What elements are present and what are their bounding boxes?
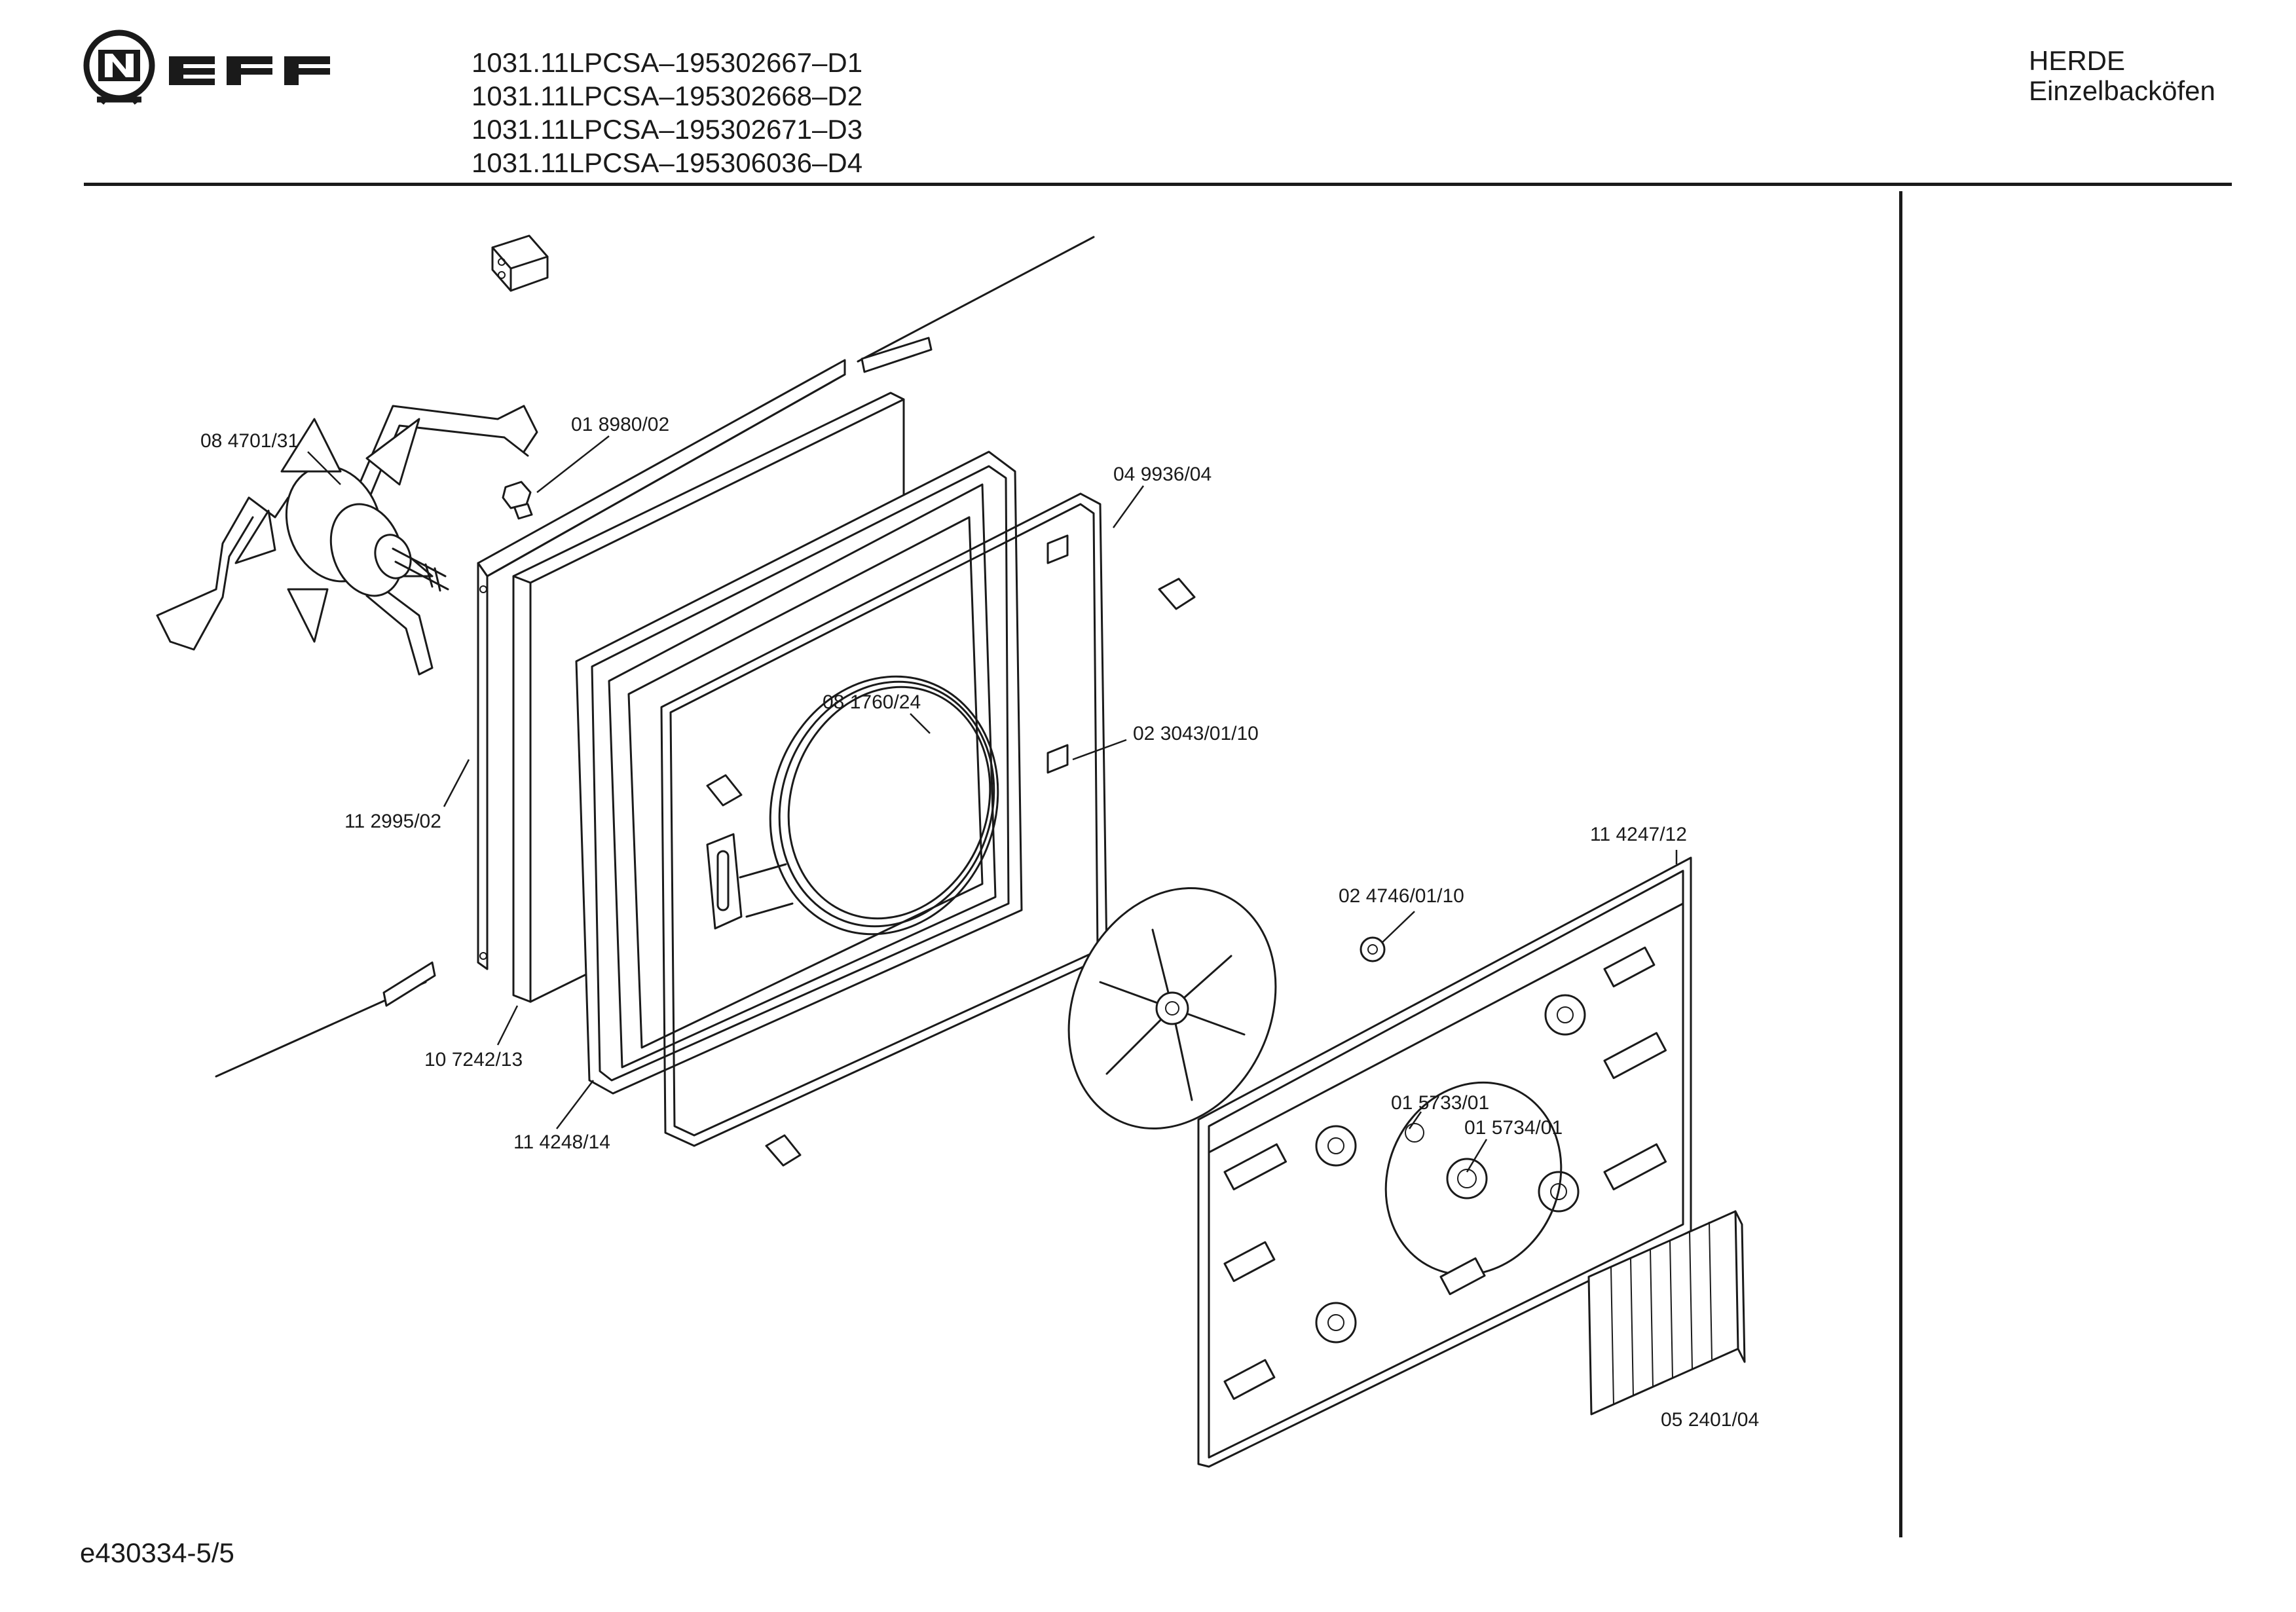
document-id: e430334-5/5 bbox=[80, 1537, 234, 1568]
model-list: 1031.11LPCSA–195302667–D1 1031.11LPCSA–1… bbox=[472, 46, 862, 179]
side-divider bbox=[1899, 191, 1902, 1537]
category-block: HERDE Einzelbacköfen bbox=[2029, 46, 2215, 106]
part-label: 01 8980/02 bbox=[571, 414, 669, 435]
part-label: 11 4248/14 bbox=[513, 1131, 610, 1153]
part-label: 08 1760/24 bbox=[823, 691, 921, 713]
neff-logo bbox=[83, 29, 330, 105]
heating-element-part bbox=[706, 675, 999, 936]
back-plate-part bbox=[477, 359, 846, 970]
leader-lines bbox=[307, 435, 1678, 1173]
part-labels: 08 4701/31 01 8980/02 04 9936/04 08 1760… bbox=[200, 414, 1759, 1431]
part-label: 11 4247/12 bbox=[1590, 824, 1687, 845]
model-line: 1031.11LPCSA–195302671–D3 bbox=[472, 114, 863, 145]
category-title: HERDE bbox=[2029, 45, 2126, 76]
bottom-rail bbox=[215, 961, 436, 1078]
part-label: 01 5734/01 bbox=[1464, 1117, 1563, 1139]
part-label: 10 7242/13 bbox=[424, 1049, 523, 1071]
model-line: 1031.11LPCSA–195302668–D2 bbox=[472, 81, 863, 111]
part-label: 02 3043/01/10 bbox=[1133, 723, 1259, 744]
model-line: 1031.11LPCSA–195306036–D4 bbox=[472, 147, 863, 178]
part-label: 04 9936/04 bbox=[1113, 464, 1212, 485]
part-label: 11 2995/02 bbox=[344, 811, 441, 832]
cover-plate-part bbox=[1197, 856, 1692, 1468]
fan-motor-part bbox=[156, 405, 538, 676]
model-line: 1031.11LPCSA–195302667–D1 bbox=[472, 47, 863, 78]
part-label: 01 5733/01 bbox=[1391, 1092, 1489, 1114]
part-label: 08 4701/31 bbox=[200, 430, 299, 452]
top-rail bbox=[857, 236, 1095, 373]
terminal-block-part bbox=[491, 234, 549, 292]
fan-wheel-part bbox=[1067, 887, 1277, 1129]
subcategory-title: Einzelbacköfen bbox=[2029, 75, 2215, 106]
nut-part bbox=[502, 481, 533, 520]
oven-frame-part bbox=[575, 450, 1023, 1095]
washer-part bbox=[1360, 936, 1386, 962]
spacer-pin-part bbox=[706, 577, 1196, 1167]
part-label: 05 2401/04 bbox=[1661, 1409, 1759, 1431]
grille-part bbox=[1587, 1210, 1746, 1416]
part-label: 02 4746/01/10 bbox=[1339, 885, 1464, 907]
header-divider bbox=[84, 183, 2232, 186]
